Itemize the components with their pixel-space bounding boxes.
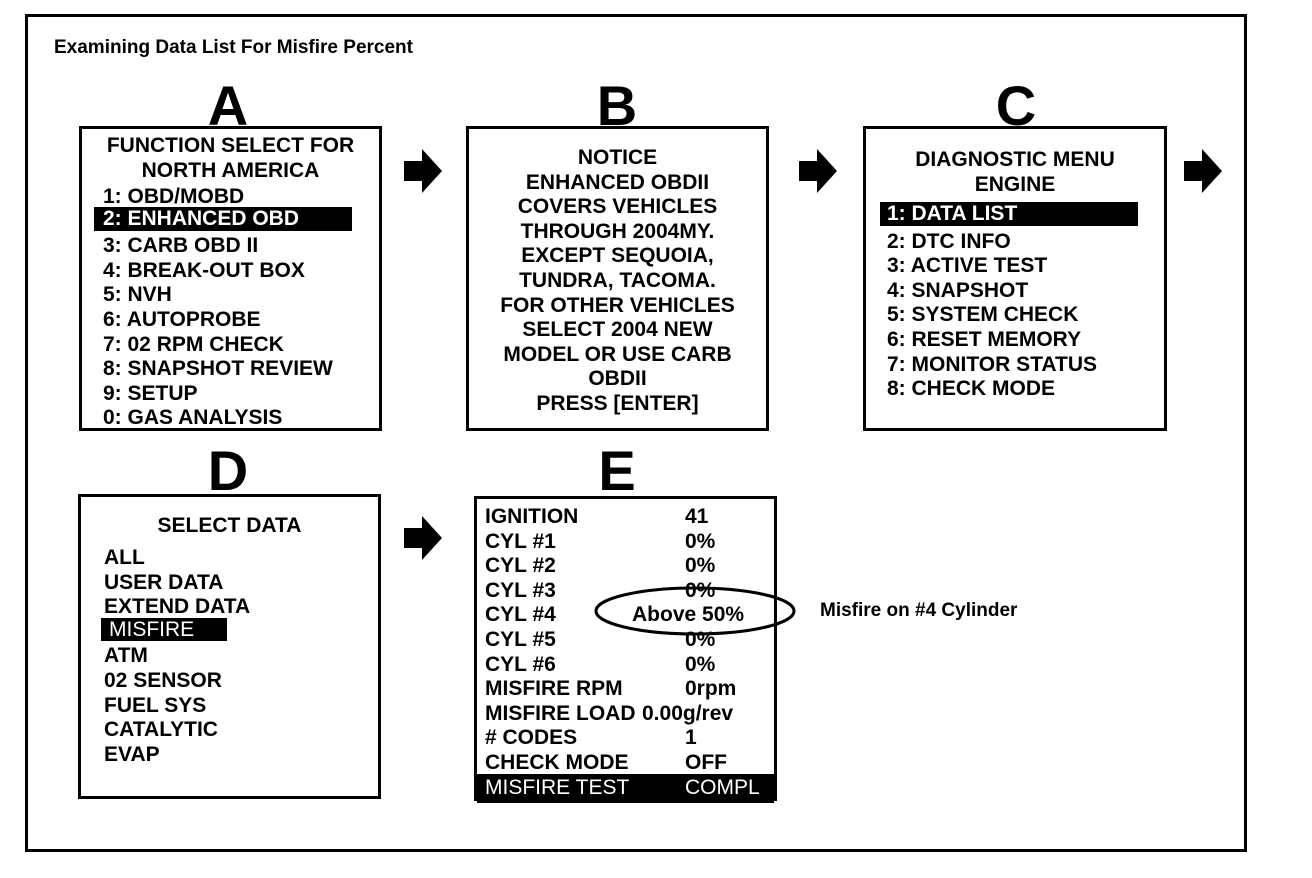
panel-d-menu-item[interactable]: 02 SENSOR (104, 669, 222, 692)
panel-e-row-value: Above 50% (632, 603, 745, 627)
label-d: D (207, 439, 249, 502)
panel-c-menu-item[interactable]: 3: ACTIVE TEST (887, 254, 1048, 278)
panel-e-row-value: 0% (685, 652, 716, 676)
panel-e-selected-row-bar (477, 773, 774, 803)
panel-c-header-line2: ENGINE (974, 173, 1056, 196)
panel-c-header-line1: DIAGNOSTIC MENU (915, 148, 1115, 171)
panel-a-menu-item[interactable]: 4: BREAK-OUT BOX (103, 258, 305, 282)
panel-a-function-select: FUNCTION SELECT FOR NORTH AMERICA 1: OBD… (79, 126, 382, 431)
panel-b-notice-line: FOR OTHER VEHICLES (500, 293, 735, 317)
panel-b-notice-line: SELECT 2004 NEW (522, 318, 713, 342)
panel-b-notice-line: THROUGH 2004MY. (520, 219, 715, 243)
panel-b-notice-line: COVERS VEHICLES (517, 195, 718, 219)
panel-d-menu-item[interactable]: FUEL SYS (104, 693, 207, 717)
panel-e-row-value: 0rpm (685, 677, 737, 701)
panel-a-header-line2: NORTH AMERICA (141, 159, 320, 182)
panel-e-row-label: CHECK MODE (485, 751, 629, 774)
panel-c-menu-item[interactable]: 7: MONITOR STATUS (887, 352, 1097, 376)
panel-b-notice-line: NOTICE (577, 146, 658, 169)
misfire-callout: Misfire on #4 Cylinder (820, 600, 1018, 621)
panel-c-menu-item[interactable]: 1: DATA LIST (880, 202, 1138, 226)
arrow-right-icon (799, 149, 837, 193)
panel-e-row-label: MISFIRE TEST (485, 775, 630, 799)
arrow-right-icon (1184, 149, 1222, 193)
panel-d-menu-item[interactable]: EXTEND DATA (104, 595, 251, 619)
panel-c-menu-item[interactable]: 2: DTC INFO (887, 229, 1011, 253)
panel-e-row-value: OFF (685, 751, 727, 774)
panel-c-diagnostic-menu: DIAGNOSTIC MENU ENGINE 1: DATA LIST 2: DT… (863, 126, 1167, 431)
panel-e-row-value: 41 (685, 505, 709, 528)
arrow-right-icon (404, 149, 442, 193)
panel-d-menu-item[interactable]: MISFIRE (101, 617, 227, 641)
panel-b-notice-line: EXCEPT SEQUOIA, (521, 244, 714, 268)
label-c: C (995, 74, 1037, 137)
panel-a-menu-item[interactable]: 8: SNAPSHOT REVIEW (103, 357, 333, 381)
panel-a-menu-item[interactable]: 3: CARB OBD II (103, 234, 259, 258)
panel-b-notice-line: MODEL OR USE CARB (503, 342, 732, 366)
panel-e-row-label: IGNITION (485, 505, 579, 528)
misfire-highlight-ellipse (594, 586, 796, 636)
panel-a-menu-item[interactable]: 2: ENHANCED OBD (94, 206, 352, 231)
panel-a-menu-item[interactable]: 9: SETUP (103, 381, 198, 405)
panel-b-notice-line: OBDII (588, 367, 647, 391)
label-b: B (596, 74, 638, 137)
panel-a-menu-item[interactable]: 5: NVH (103, 283, 172, 307)
panel-a-header-line1: FUNCTION SELECT FOR (106, 134, 355, 157)
panel-d-menu-item[interactable]: USER DATA (104, 570, 224, 594)
panel-e-row-value: 0% (685, 554, 716, 578)
arrow-right-icon (404, 516, 442, 560)
label-a: A (207, 74, 249, 137)
panel-a-menu-item[interactable]: 6: AUTOPROBE (103, 308, 261, 331)
label-e: E (598, 439, 636, 502)
panel-e-row-label: CYL #6 (485, 652, 556, 676)
panel-d-menu-item[interactable]: ATM (104, 644, 148, 668)
panel-d-header: SELECT DATA (157, 514, 302, 537)
panel-e-row-value: COMPL (685, 775, 760, 799)
panel-c-menu-item[interactable]: 4: SNAPSHOT (887, 278, 1029, 302)
panel-b-notice-line: TUNDRA, TACOMA. (519, 269, 716, 292)
panel-e-row-label: CYL #3 (485, 578, 556, 602)
panel-e-row-label: CYL #5 (485, 628, 556, 651)
panel-e-row-label: MISFIRE LOAD (485, 701, 636, 725)
panel-a-menu-item[interactable]: 1: OBD/MOBD (103, 185, 245, 208)
panel-e-row-label: MISFIRE RPM (485, 677, 623, 701)
panel-b-notice-line: ENHANCED OBDII (525, 170, 710, 194)
panel-e-row-label: # CODES (485, 726, 578, 750)
diagram-frame (25, 14, 1247, 852)
panel-e-row-label: CYL #4 (485, 603, 556, 627)
panel-e-row-label: CYL #2 (485, 554, 556, 578)
panel-c-menu-item[interactable]: 8: CHECK MODE (887, 377, 1056, 401)
panel-e-row-value: 0.00g/rev (642, 701, 734, 725)
panel-b-notice-line: PRESS [ENTER] (536, 392, 699, 415)
panel-e-row-value: 0% (685, 529, 716, 553)
panel-d-menu-item[interactable]: EVAP (104, 742, 160, 766)
panel-c-menu-item[interactable]: 5: SYSTEM CHECK (887, 303, 1079, 327)
diagram-title: Examining Data List For Misfire Percent (54, 37, 413, 58)
panel-a-menu-item[interactable]: 0: GAS ANALYSIS (103, 406, 283, 430)
panel-e-row-value: 1 (685, 726, 697, 750)
panel-c-menu-item[interactable]: 6: RESET MEMORY (887, 328, 1082, 351)
panel-e-row-value: 0% (685, 578, 716, 602)
panel-d-menu-item[interactable]: CATALYTIC (104, 718, 218, 742)
panel-d-menu-item[interactable]: ALL (104, 546, 145, 569)
panel-e-row-label: CYL #1 (485, 529, 556, 553)
panel-a-menu-item[interactable]: 7: 02 RPM CHECK (103, 332, 284, 356)
